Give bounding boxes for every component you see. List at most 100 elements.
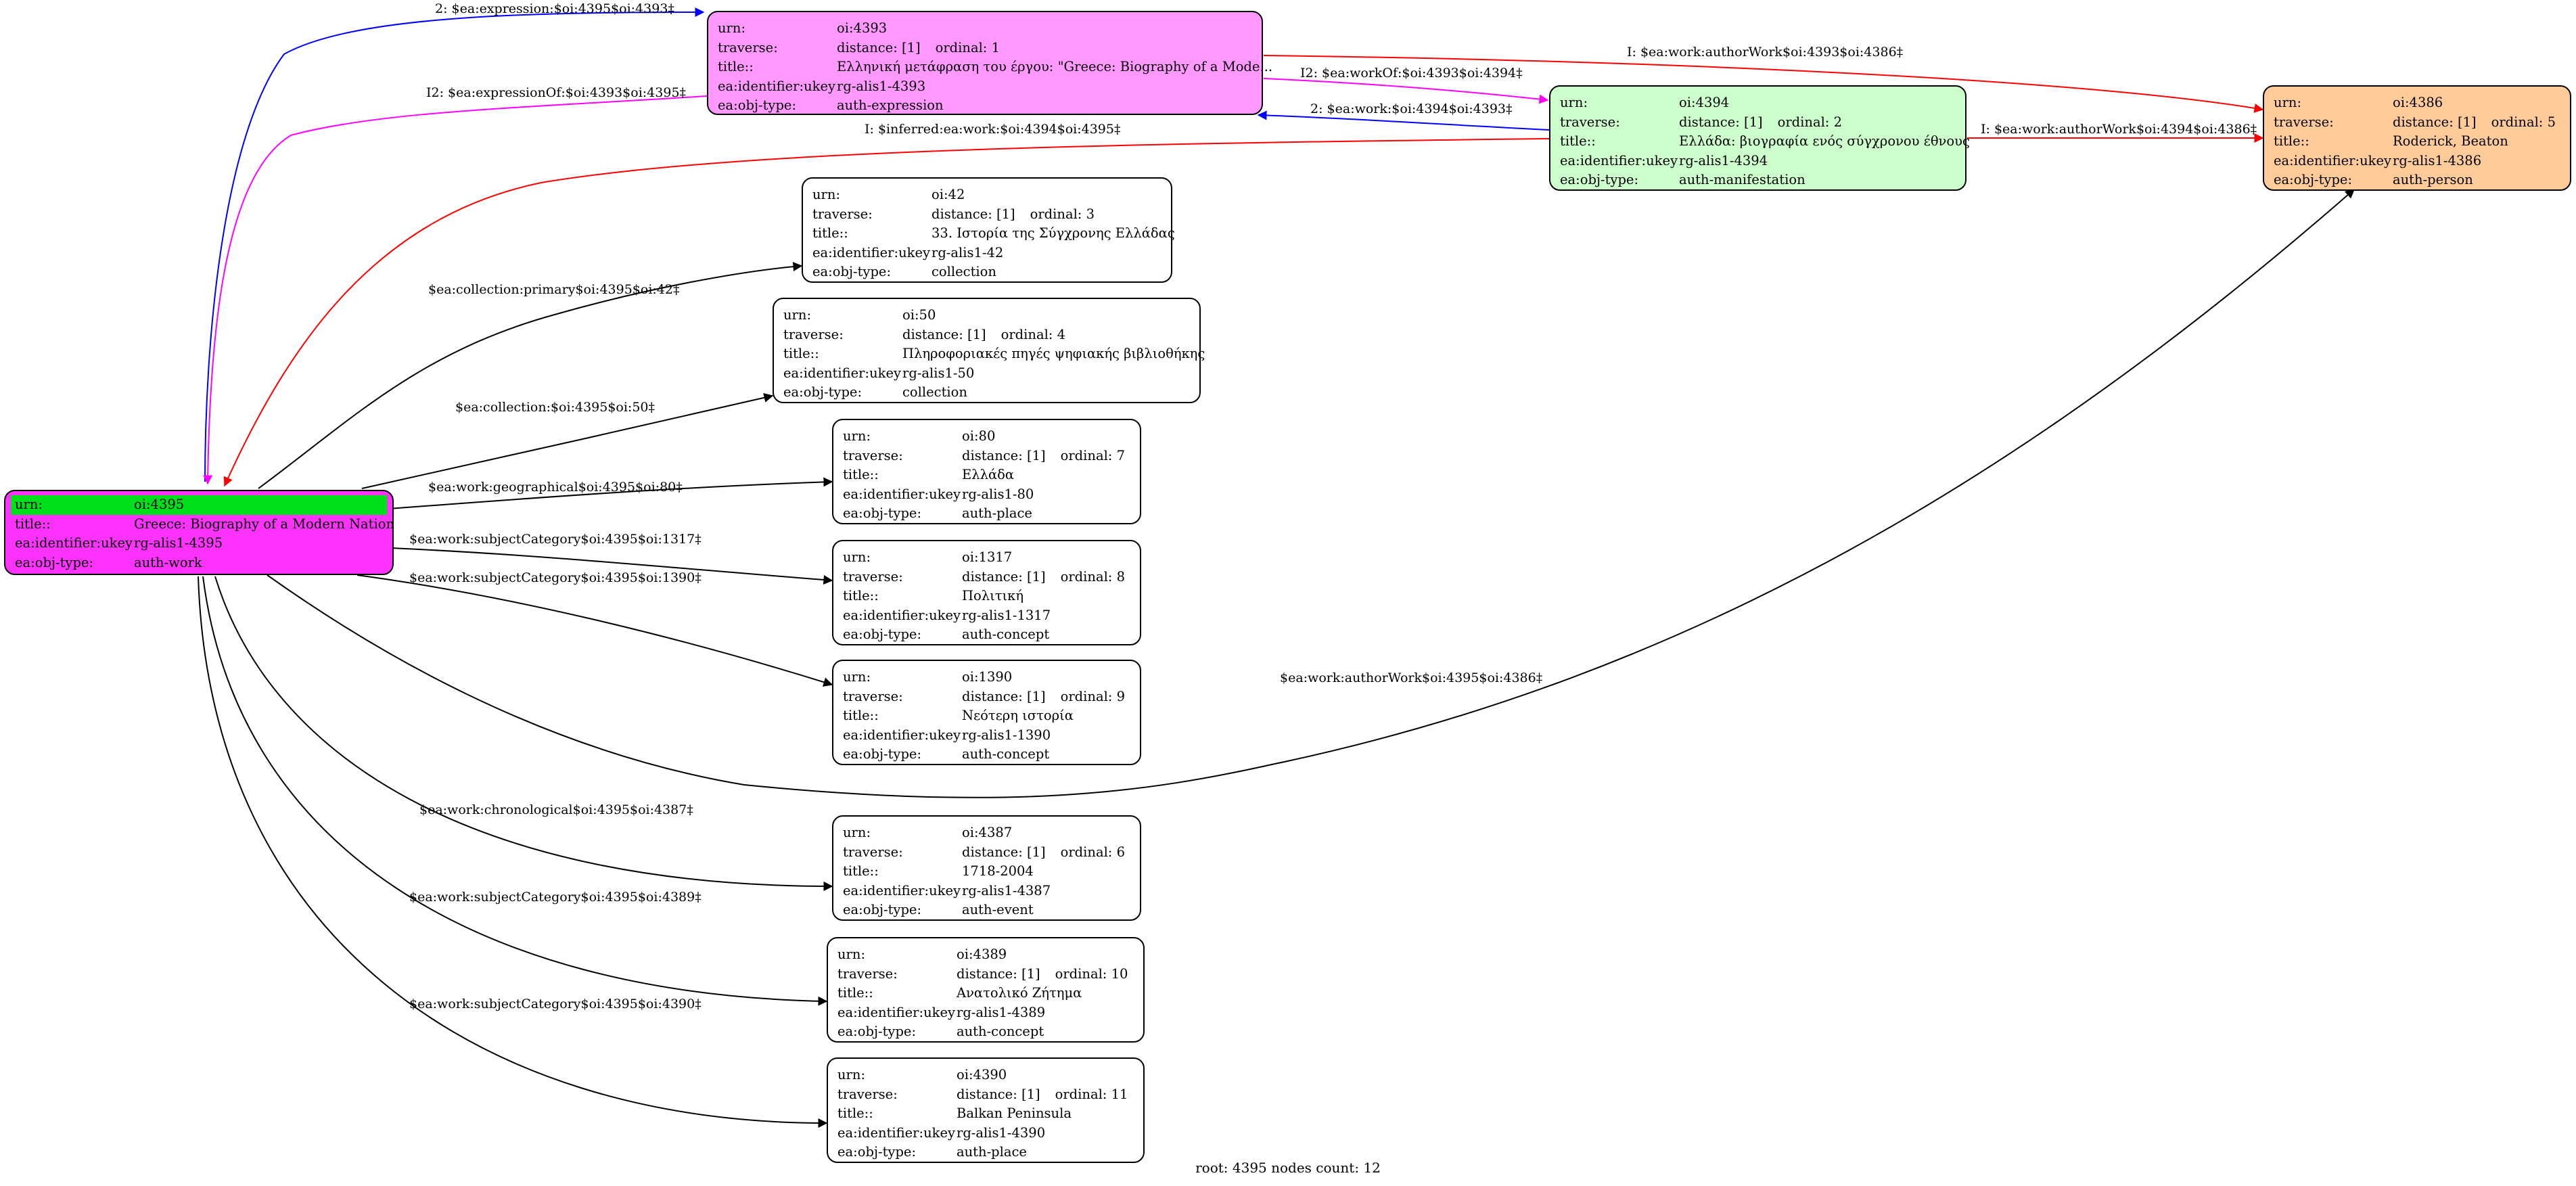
distance-value: distance: [1]	[962, 688, 1046, 704]
field-key: ea:identifier:ukey	[843, 882, 961, 898]
field-key: ea:obj-type:	[718, 97, 797, 113]
root-ukey-row: ea:identifier:ukey rg-alis1-4395	[11, 534, 387, 553]
field-key: ea:obj-type:	[1560, 172, 1639, 187]
field-key: ea:identifier:ukey	[718, 78, 835, 94]
field-key: urn:	[843, 825, 871, 840]
urn-value: oi:50	[902, 307, 936, 323]
field-key: ea:obj-type:	[837, 1144, 917, 1160]
title-value: 1718-2004	[962, 863, 1034, 879]
node-4389[interactable]: urn:oi:4389 traverse:distance: [1]ordina…	[827, 937, 1145, 1043]
field-key: ea:identifier:ukey	[837, 1004, 955, 1020]
edge-labels: 2: $ea:expression:$oi:4395$oi:4393‡ I2: …	[409, 1, 2257, 1011]
type-value: auth-event	[962, 902, 1034, 917]
edge-inferred-work-4394-4395	[223, 138, 1550, 487]
edge-label: $ea:work:subjectCategory$oi:4395$oi:4390…	[409, 997, 702, 1011]
field-key: urn:	[718, 20, 746, 36]
urn-value: oi:1390	[962, 669, 1013, 685]
type-value: collection	[932, 264, 996, 279]
node-4386[interactable]: urn:oi:4386 traverse:distance: [1]ordina…	[2263, 85, 2571, 191]
field-key: traverse:	[837, 1086, 898, 1102]
node-80[interactable]: urn:oi:80 traverse:distance: [1]ordinal:…	[832, 419, 1141, 524]
node-1390[interactable]: urn:oi:1390 traverse:distance: [1]ordina…	[832, 660, 1141, 765]
field-key: ea:obj-type:	[843, 746, 922, 762]
edge-chronological-4387	[214, 576, 833, 891]
field-key: urn:	[783, 307, 812, 323]
distance-value: distance: [1]	[962, 568, 1046, 585]
ukey-value: rg-alis1-1390	[962, 727, 1051, 743]
field-key: ea:obj-type:	[15, 554, 94, 570]
field-key: traverse:	[718, 39, 778, 55]
root-node-4395[interactable]: urn: oi:4395 title:: Greece: Biography o…	[4, 490, 394, 575]
type-value: auth-concept	[962, 626, 1050, 642]
title-value: Πληροφοριακές πηγές ψηφιακής βιβλιοθήκης	[902, 346, 1205, 361]
field-key: urn:	[843, 428, 871, 444]
field-key: title::	[718, 59, 754, 74]
field-key: title::	[837, 1105, 873, 1121]
type-value: auth-expression	[837, 97, 944, 113]
field-key: title::	[843, 708, 879, 723]
urn-value: oi:4393	[837, 20, 888, 36]
title-value: Balkan Peninsula	[957, 1105, 1072, 1121]
ordinal-value: ordinal: 1	[935, 39, 1000, 55]
distance-value: distance: [1]	[837, 39, 921, 55]
edge-subject-4389	[202, 576, 828, 1006]
distance-value: distance: [1]	[2393, 114, 2477, 130]
root-urn-row: urn: oi:4395	[11, 495, 387, 515]
edge-authorWork-4395-4386	[267, 189, 2355, 798]
distance-value: distance: [1]	[957, 965, 1040, 982]
node-4394[interactable]: urn:oi:4394 traverse:distance: [1]ordina…	[1549, 85, 1970, 191]
ordinal-value: ordinal: 6	[1060, 844, 1125, 860]
field-key: urn:	[2274, 95, 2302, 110]
ordinal-value: ordinal: 2	[1777, 114, 1842, 130]
edge-expression-4395-4393	[204, 7, 705, 482]
ukey-value: rg-alis1-4390	[957, 1124, 1046, 1141]
edge-label: 2: $ea:work:$oi:4394$oi:4393‡	[1310, 101, 1513, 116]
field-key: urn:	[843, 669, 871, 685]
edge-subject-4390	[198, 576, 828, 1128]
node-4387[interactable]: urn:oi:4387 traverse:distance: [1]ordina…	[832, 815, 1141, 921]
field-key: title::	[843, 588, 879, 603]
field-key: traverse:	[1560, 114, 1620, 130]
distance-value: distance: [1]	[902, 326, 986, 342]
ukey-value: rg-alis1-4394	[1679, 152, 1768, 168]
field-key: title::	[2274, 133, 2309, 149]
field-key: title::	[1560, 133, 1596, 149]
node-4393[interactable]: urn: oi:4393 traverse: distance: [1] ordina…	[707, 11, 1272, 115]
edge-label: $ea:work:geographical$oi:4395$oi:80‡	[428, 480, 683, 495]
type-value: collection	[902, 384, 967, 400]
urn-value: oi:4394	[1679, 95, 1730, 110]
field-key: ea:obj-type:	[783, 384, 862, 400]
edge-label: I: $ea:work:authorWork$oi:4394$oi:4386‡	[1981, 122, 2257, 137]
field-key: title::	[812, 225, 848, 241]
node-1317[interactable]: urn:oi:1317 traverse:distance: [1]ordina…	[832, 540, 1141, 645]
field-key: ea:obj-type:	[843, 626, 922, 642]
edge-label: $ea:work:subjectCategory$oi:4395$oi:4389…	[409, 890, 702, 905]
ukey-value: rg-alis1-50	[902, 365, 975, 381]
node-50[interactable]: urn:oi:50 traverse:distance: [1]ordinal:…	[773, 298, 1205, 403]
field-key: urn:	[812, 187, 841, 202]
edge-label: I: $ea:work:authorWork$oi:4393$oi:4386‡	[1627, 45, 1903, 60]
edge-label: $ea:work:chronological$oi:4395$oi:4387‡	[419, 802, 693, 817]
edge-geographical-80	[388, 477, 833, 509]
edge-work-4394-4393	[1257, 110, 1550, 131]
urn-value: oi:4389	[957, 946, 1007, 962]
node-4390[interactable]: urn:oi:4390 traverse:distance: [1]ordina…	[827, 1057, 1145, 1163]
field-key: ea:obj-type:	[843, 902, 922, 917]
graph-footer: root: 4395 nodes count: 12	[1195, 1160, 1381, 1176]
node-42[interactable]: urn:oi:42 traverse:distance: [1]ordinal:…	[802, 177, 1175, 283]
field-key: ea:identifier:ukey	[783, 365, 901, 381]
type-value: auth-concept	[957, 1024, 1044, 1039]
edge-label: $ea:work:subjectCategory$oi:4395$oi:1317…	[409, 532, 702, 547]
title-value: Ελληνική μετάφραση του έργου: "Greece: B…	[837, 59, 1273, 74]
ukey-value: rg-alis1-4389	[957, 1004, 1046, 1020]
type-value: auth-concept	[962, 746, 1050, 762]
field-key: traverse:	[843, 568, 903, 585]
ordinal-value: ordinal: 4	[1001, 326, 1065, 342]
field-value: auth-work	[134, 554, 202, 570]
type-value: auth-place	[962, 505, 1032, 521]
field-value: rg-alis1-4395	[134, 535, 223, 551]
field-key: traverse:	[843, 844, 903, 860]
field-key: title::	[843, 467, 879, 482]
field-key: title::	[783, 346, 819, 361]
